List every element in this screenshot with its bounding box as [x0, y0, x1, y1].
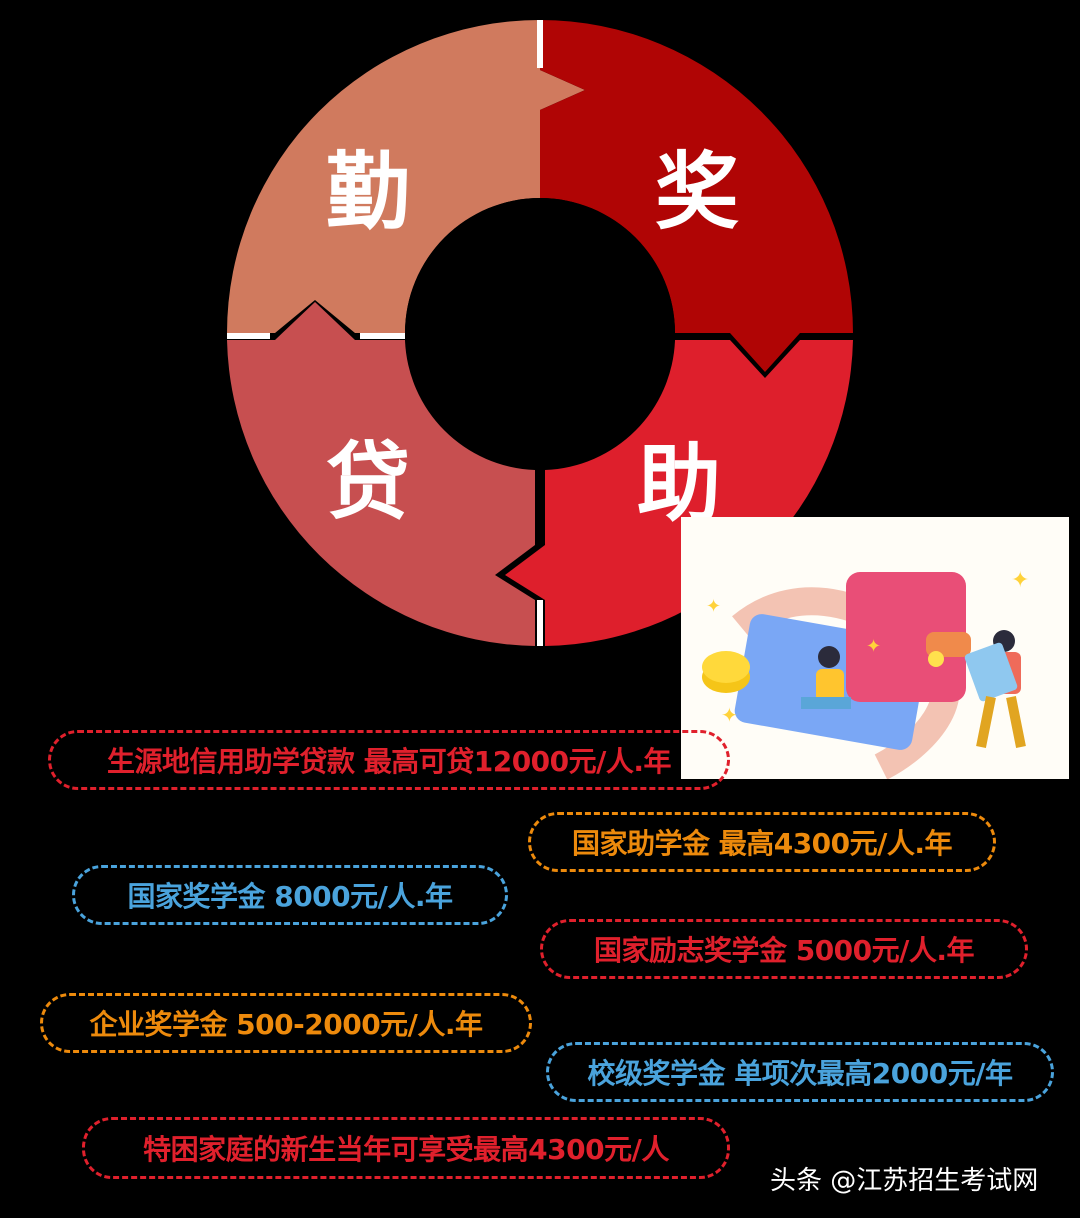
svg-text:✦: ✦	[1011, 568, 1029, 593]
label-zhu: 助	[637, 435, 722, 533]
segment-jiang	[540, 20, 853, 372]
segment-zhu	[505, 340, 853, 646]
tag-school-scholarship: 校级奖学金 单项次最高2000元/年	[546, 1042, 1054, 1102]
label-qin: 勤	[326, 143, 411, 241]
label-dai: 贷	[326, 433, 411, 531]
segment-qin	[227, 20, 585, 333]
finance-illustration: ✦ ✦ ✦ ✦	[681, 517, 1069, 779]
tag-national-grant: 国家助学金 最高4300元/人.年	[528, 812, 996, 872]
label-jiang: 奖	[655, 143, 740, 241]
tag-enterprise-scholarship: 企业奖学金 500-2000元/人.年	[40, 993, 532, 1053]
watermark: 头条 @江苏招生考试网	[770, 1166, 1039, 1196]
svg-text:✦: ✦	[866, 636, 881, 657]
svg-text:✦: ✦	[721, 703, 738, 727]
tag-national-encouragement: 国家励志奖学金 5000元/人.年	[540, 919, 1028, 979]
segment-dai	[227, 302, 535, 646]
tag-national-scholarship: 国家奖学金 8000元/人.年	[72, 865, 508, 925]
cycle-ring	[227, 20, 853, 646]
tag-student-loan: 生源地信用助学贷款 最高可贷12000元/人.年	[48, 730, 730, 790]
tag-poverty-freshman: 特困家庭的新生当年可享受最高4300元/人	[82, 1117, 730, 1179]
svg-text:✦: ✦	[706, 596, 721, 617]
